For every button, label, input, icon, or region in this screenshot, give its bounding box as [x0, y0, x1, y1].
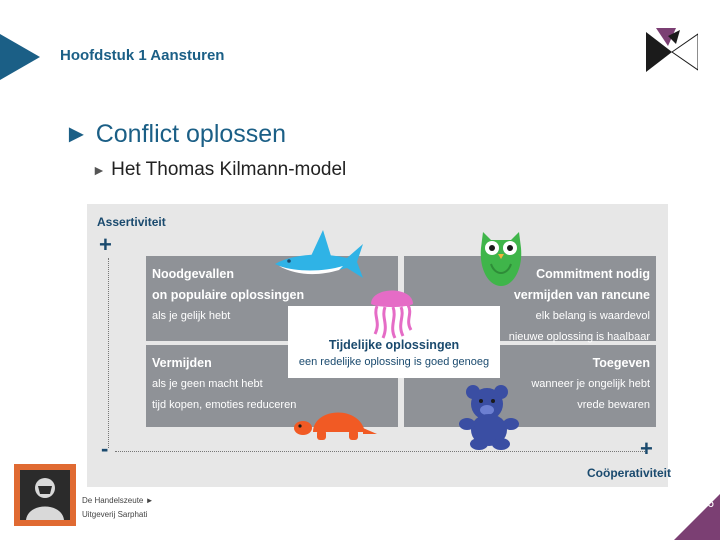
axis-y-plus: + — [99, 232, 112, 257]
axis-x-plus: + — [640, 436, 653, 461]
axis-x-label: Coöperativiteit — [587, 466, 672, 480]
owl-icon — [480, 232, 522, 286]
axis-origin-minus: - — [101, 436, 109, 461]
quadrant-sub: vrede bewaren — [577, 399, 650, 411]
shark-icon — [275, 230, 363, 278]
header-triangle-icon — [0, 34, 40, 80]
axis-y-line — [108, 258, 109, 448]
teddy-bear-icon — [459, 385, 519, 450]
quadrant-sub: als je gelijk hebt — [152, 310, 231, 322]
center-heading: Tijdelijke oplossingen — [328, 338, 460, 352]
page-number-badge — [674, 494, 720, 540]
turtle-icon — [294, 412, 377, 440]
quadrant-sub: elk belang is waardevol — [535, 310, 650, 322]
quadrant-heading: Commitment nodig — [536, 267, 650, 281]
publisher-name-1: De Handelszeute ► — [82, 496, 154, 505]
slide-title-text: Conflict oplossen — [95, 120, 287, 148]
publisher-name-2: Uitgeverij Sarphati — [82, 510, 148, 519]
axis-x-line — [115, 451, 645, 452]
portrait-icon — [20, 470, 70, 520]
publisher-block: De Handelszeute ► Uitgeverij Sarphati — [14, 464, 164, 528]
publisher-portrait-frame — [14, 464, 76, 526]
quadrant-sub: wanneer je ongelijk hebt — [531, 378, 650, 390]
subtitle-bullet-icon: ► — [92, 162, 106, 178]
quadrant-sub: als je geen macht hebt — [152, 378, 263, 390]
axis-y-label: Assertiviteit — [97, 215, 166, 229]
quadrant-heading: on populaire oplossingen — [152, 288, 305, 302]
chapter-title: Hoofdstuk 1 Aansturen — [60, 47, 225, 64]
slide-title: ► Conflict oplossen — [64, 120, 286, 149]
quadrant-sub: nieuwe oplossing is haalbaar — [508, 331, 650, 343]
slide-subtitle: ► Het Thomas Kilmann-model — [92, 159, 346, 181]
quadrant-heading: Noodgevallen — [152, 267, 234, 281]
quadrant-competing: Noodgevallen on populaire oplossingen al… — [146, 256, 398, 341]
center-sub: een redelijke oplossing is goed genoeg — [298, 356, 490, 368]
title-bullet-icon: ► — [64, 120, 89, 148]
thomas-kilmann-diagram: Assertiviteit + - + Coöperativiteit Nood… — [87, 204, 672, 487]
page-number: 16 — [700, 496, 714, 510]
jellyfish-icon — [371, 290, 413, 339]
slide-subtitle-text: Het Thomas Kilmann-model — [111, 159, 347, 180]
quadrant-heading: vermijden van rancune — [513, 288, 650, 302]
quadrant-heading: Vermijden — [152, 356, 212, 370]
quadrant-sub: tijd kopen, emoties reduceren — [152, 399, 297, 411]
publisher-logo-icon — [646, 28, 698, 72]
quadrant-heading: Toegeven — [592, 356, 650, 370]
